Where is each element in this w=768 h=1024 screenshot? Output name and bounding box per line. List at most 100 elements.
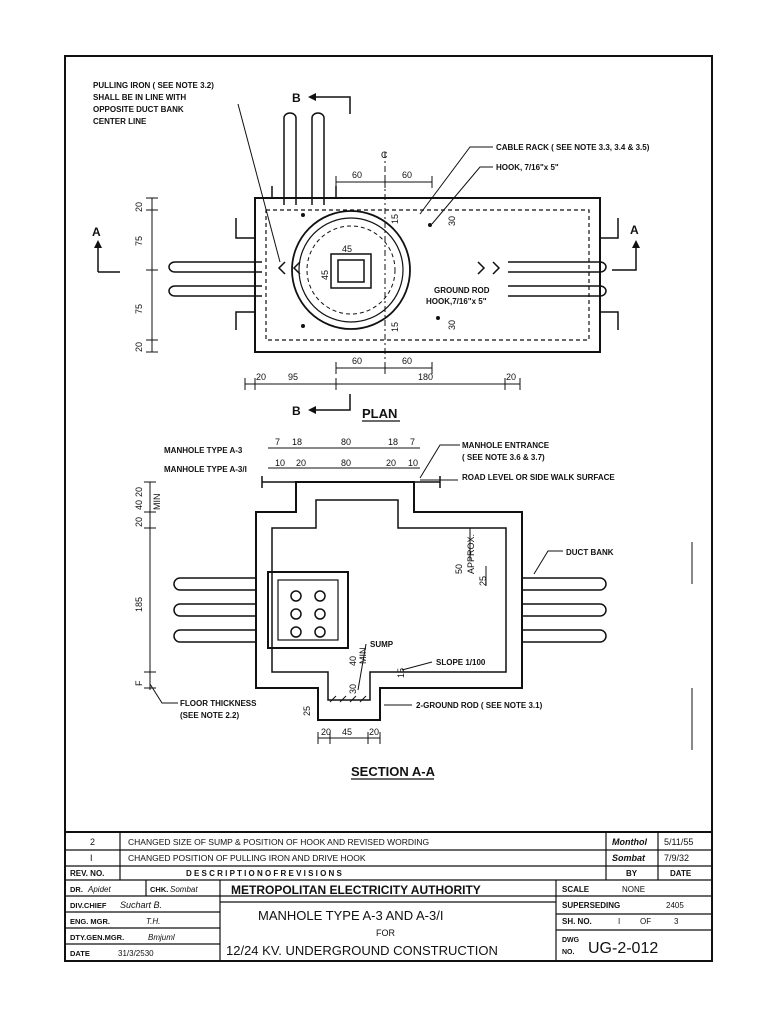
svg-text:T.H.: T.H. (146, 917, 160, 926)
drawing-title-line2: FOR (376, 928, 395, 938)
svg-text:50: 50 (454, 564, 464, 574)
section-note-duct-bank: DUCT BANK (533, 548, 614, 575)
svg-text:PULLING IRON ( SEE NOTE 3.2): PULLING IRON ( SEE NOTE 3.2) (93, 81, 214, 90)
plan-dims-inner: 15 30 15 30 45 45 (320, 214, 457, 332)
section-note-ground-rod: 2-GROUND ROD ( SEE NOTE 3.1) (384, 701, 543, 710)
svg-text:30: 30 (348, 684, 358, 694)
svg-text:185: 185 (134, 597, 144, 612)
svg-text:31/3/2530: 31/3/2530 (118, 949, 154, 958)
svg-text:20: 20 (256, 372, 266, 382)
section-note-sump: SUMP (357, 640, 394, 691)
svg-text:GROUND ROD: GROUND ROD (434, 286, 490, 295)
plan-title: PLAN (362, 406, 397, 421)
svg-text:B: B (292, 404, 301, 418)
svg-text:SUMP: SUMP (370, 640, 394, 649)
section-dims-left: 20 40 MIN 20 185 F (134, 481, 162, 690)
svg-text:NONE: NONE (622, 885, 645, 894)
svg-text:SHALL BE IN LINE WITH: SHALL BE IN LINE WITH (93, 93, 186, 102)
svg-text:20: 20 (506, 372, 516, 382)
svg-text:40: 40 (348, 656, 358, 666)
svg-text:DATE: DATE (670, 869, 692, 878)
svg-text:45: 45 (320, 270, 330, 280)
svg-text:DATE: DATE (70, 949, 90, 958)
revision-row-2: 2 CHANGED SIZE OF SUMP & POSITION OF HOO… (90, 837, 693, 847)
svg-text:7: 7 (410, 437, 415, 447)
svg-text:DUCT BANK: DUCT BANK (566, 548, 614, 557)
section-dims-a3: 7 18 80 18 7 (268, 437, 420, 449)
svg-text:20: 20 (134, 517, 144, 527)
revision-header: REV. NO. D E S C R I P T I O N O F R E V… (70, 869, 692, 878)
svg-text:7: 7 (275, 437, 280, 447)
plan-cover-inner (337, 259, 365, 283)
plan-entrance-ring-outer (291, 210, 411, 330)
svg-text:APPROX.: APPROX. (466, 534, 476, 574)
svg-text:40: 40 (134, 500, 144, 510)
svg-text:60: 60 (402, 170, 412, 180)
svg-text:18: 18 (388, 437, 398, 447)
svg-text:B: B (292, 91, 301, 105)
svg-text:SLOPE 1/100: SLOPE 1/100 (436, 658, 486, 667)
svg-text:CABLE RACK ( SEE NOTE 3.3, 3.4: CABLE RACK ( SEE NOTE 3.3, 3.4 & 3.5) (496, 143, 650, 152)
svg-text:10: 10 (275, 458, 285, 468)
svg-text:OF: OF (640, 917, 651, 926)
svg-text:45: 45 (342, 244, 352, 254)
section-view: MANHOLE TYPE A-3 MANHOLE TYPE A-3/I 7 18… (134, 437, 615, 780)
sheet-info: SCALE NONE SUPERSEDING 2405 SH. NO. I OF… (562, 885, 684, 957)
svg-text:25: 25 (478, 576, 488, 586)
svg-text:15: 15 (396, 668, 406, 678)
section-title: SECTION A-A (351, 764, 436, 779)
svg-text:20: 20 (134, 342, 144, 352)
plan-dims-mid: 60 60 (335, 356, 433, 374)
svg-text:15: 15 (390, 322, 400, 332)
plan-right-duct-bank (508, 218, 619, 330)
svg-text:20: 20 (296, 458, 306, 468)
svg-text:REV. NO.: REV. NO. (70, 869, 104, 878)
sheet-border (64, 55, 713, 962)
section-marker-a-right: A (612, 223, 640, 271)
plan-dims-top: 60 60 (335, 170, 433, 188)
svg-text:ENG. MGR.: ENG. MGR. (70, 917, 110, 926)
svg-text:DR.: DR. (70, 885, 83, 894)
section-cable-rack-outer (267, 571, 349, 649)
svg-text:C: C (381, 150, 388, 160)
svg-text:SUPERSEDING: SUPERSEDING (562, 901, 620, 910)
section-marker-b-top: B (292, 91, 351, 114)
svg-text:CHANGED SIZE OF SUMP & POSITIO: CHANGED SIZE OF SUMP & POSITION OF HOOK … (128, 837, 429, 847)
svg-text:I: I (618, 917, 620, 926)
plan-entrance-ring-mid (298, 217, 404, 323)
svg-text:20: 20 (134, 202, 144, 212)
svg-text:DIV.CHIEF: DIV.CHIEF (70, 901, 107, 910)
svg-text:75: 75 (134, 236, 144, 246)
svg-text:CHANGED POSITION OF PULLING IR: CHANGED POSITION OF PULLING IRON AND DRI… (128, 853, 366, 863)
svg-text:60: 60 (402, 356, 412, 366)
svg-text:I: I (90, 853, 93, 863)
svg-text:60: 60 (352, 356, 362, 366)
svg-text:A: A (92, 225, 101, 239)
section-dims-inner: 50 APPROX. 25 40 MIN 15 30 25 (302, 528, 488, 716)
svg-text:10: 10 (408, 458, 418, 468)
authority-name: METROPOLITAN ELECTRICITY AUTHORITY (231, 883, 481, 897)
plan-entrance-ring-inner (306, 225, 396, 315)
svg-text:MIN: MIN (358, 648, 368, 665)
svg-text:DWG: DWG (562, 937, 580, 944)
svg-text:30: 30 (447, 216, 457, 226)
svg-text:Sombat: Sombat (612, 853, 646, 863)
svg-text:SCALE: SCALE (562, 885, 590, 894)
svg-text:5/11/55: 5/11/55 (664, 837, 693, 847)
section-right-duct-bank (522, 577, 607, 643)
section-label-type-a3: MANHOLE TYPE A-3 (164, 446, 243, 455)
svg-text:NO.: NO. (562, 949, 575, 956)
signature-block: DR. Apidet CHK. Sombat DIV.CHIEF Suchart… (70, 885, 198, 958)
section-dims-a31: 10 20 80 20 10 (268, 458, 420, 469)
section-marker-b-bottom: B (292, 394, 351, 418)
svg-text:20: 20 (134, 487, 144, 497)
svg-text:180: 180 (418, 372, 433, 382)
svg-text:20: 20 (386, 458, 396, 468)
section-left-duct-bank (173, 577, 256, 643)
svg-text:CHK.: CHK. (150, 885, 168, 894)
svg-text:BY: BY (626, 869, 638, 878)
svg-text:30: 30 (447, 320, 457, 330)
svg-text:60: 60 (352, 170, 362, 180)
title-block: 2 CHANGED SIZE OF SUMP & POSITION OF HOO… (64, 831, 713, 962)
plan-note-cable-rack: CABLE RACK ( SEE NOTE 3.3, 3.4 & 3.5) (419, 143, 650, 215)
